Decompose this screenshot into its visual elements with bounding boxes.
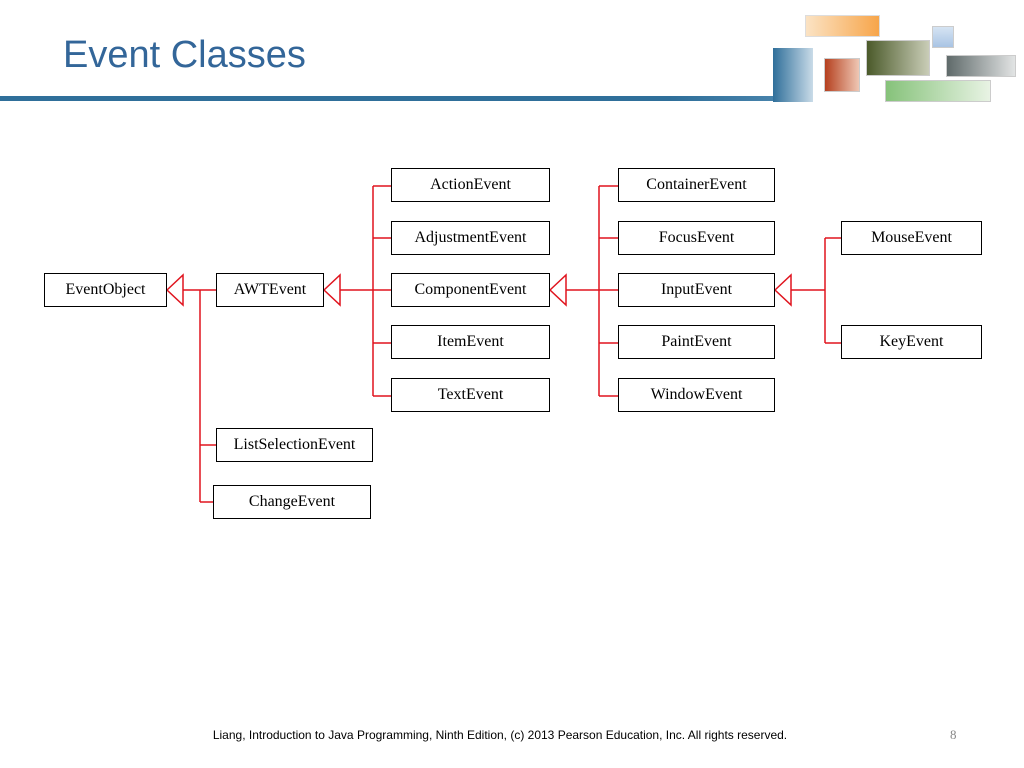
inherits-triangle-eventobject — [165, 273, 184, 307]
inherits-triangle-inputevent — [773, 273, 792, 307]
class-box-windowevent: WindowEvent — [618, 378, 775, 412]
class-box-keyevent: KeyEvent — [841, 325, 982, 359]
inherits-triangle-componentevent — [548, 273, 567, 307]
decor-olive-block — [866, 40, 930, 76]
slide-title: Event Classes — [63, 34, 306, 76]
title-underline — [0, 96, 787, 101]
class-box-changeevent: ChangeEvent — [213, 485, 371, 519]
decor-blue-bar — [773, 48, 813, 102]
decor-green-block — [885, 80, 991, 102]
page-number: 8 — [950, 727, 957, 742]
inherits-triangle-awtevent — [322, 273, 341, 307]
class-box-adjustmentevent: AdjustmentEvent — [391, 221, 550, 255]
class-box-inputevent: InputEvent — [618, 273, 775, 307]
decor-rust-block — [824, 58, 860, 92]
class-box-itemevent: ItemEvent — [391, 325, 550, 359]
class-box-paintevent: PaintEvent — [618, 325, 775, 359]
copyright-footer: Liang, Introduction to Java Programming,… — [212, 728, 788, 742]
class-box-eventobject: EventObject — [44, 273, 167, 307]
class-box-textevent: TextEvent — [391, 378, 550, 412]
decor-light-blue-block — [932, 26, 954, 48]
class-box-componentevent: ComponentEvent — [391, 273, 550, 307]
class-box-mouseevent: MouseEvent — [841, 221, 982, 255]
class-box-focusevent: FocusEvent — [618, 221, 775, 255]
decor-gray-block — [946, 55, 1016, 77]
class-box-listselectionevent: ListSelectionEvent — [216, 428, 373, 462]
class-box-actionevent: ActionEvent — [391, 168, 550, 202]
class-box-containerevent: ContainerEvent — [618, 168, 775, 202]
class-box-awtevent: AWTEvent — [216, 273, 324, 307]
decor-orange-block — [805, 15, 880, 37]
